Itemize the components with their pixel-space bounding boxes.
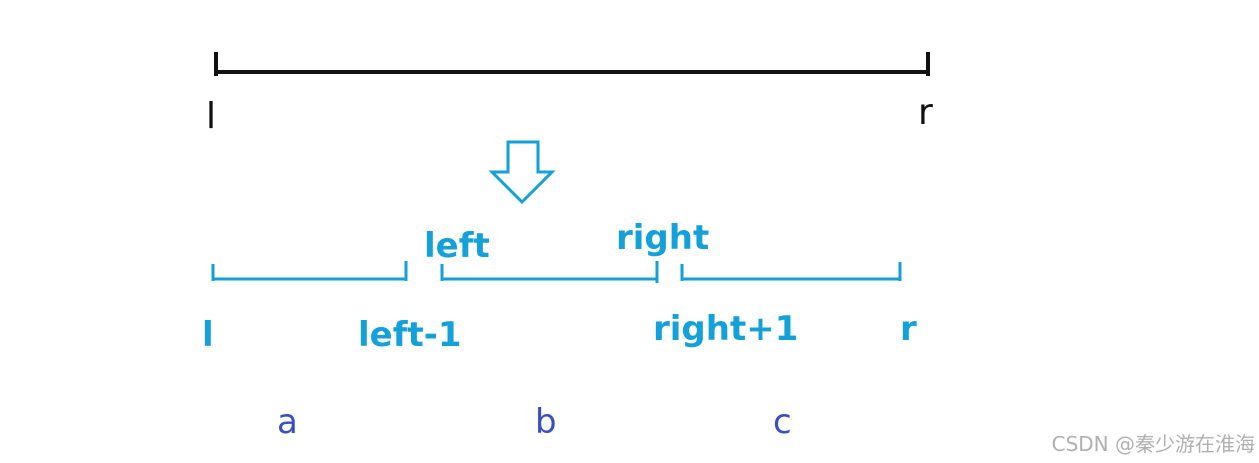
segment-label-b: b xyxy=(535,402,557,442)
label-r-top: r xyxy=(918,92,933,133)
label-l-bottom: l xyxy=(202,315,214,355)
label-right-plus-1: right+1 xyxy=(653,309,798,349)
full-interval xyxy=(214,52,930,76)
label-right: right xyxy=(616,218,709,258)
label-left-minus-1: left-1 xyxy=(358,315,462,355)
segment-label-a: a xyxy=(277,402,298,442)
watermark: CSDN @秦少游在淮海 xyxy=(1051,432,1255,456)
label-left: left xyxy=(424,226,490,266)
segment-label-c: c xyxy=(773,402,792,442)
segment-a-bracket xyxy=(211,261,408,281)
label-l-top: l xyxy=(206,96,216,137)
segment-c-bracket xyxy=(680,262,902,281)
label-r-bottom: r xyxy=(900,309,917,349)
down-arrow-outline-icon xyxy=(488,140,556,205)
segment-b-bracket xyxy=(440,261,659,283)
